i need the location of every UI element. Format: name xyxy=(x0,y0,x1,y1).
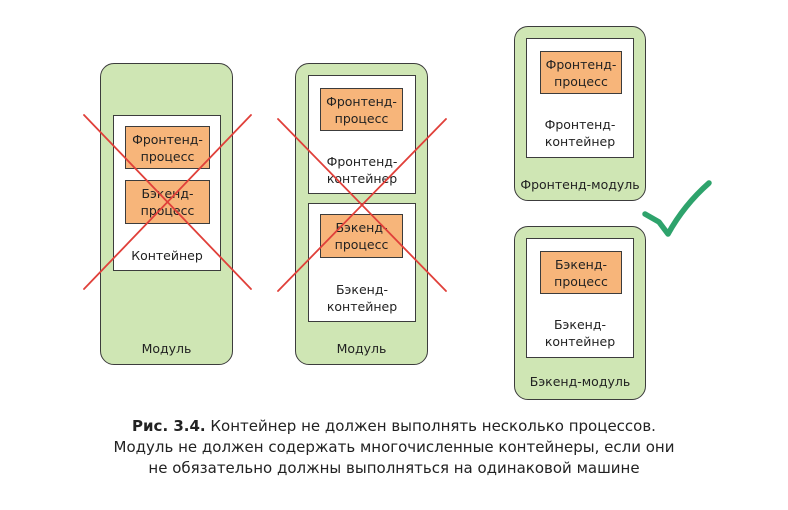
middle-pod: Фронтенд- процесс Фронтенд- контейнер Бэ… xyxy=(295,63,428,365)
left-pod-label: Модуль xyxy=(141,341,192,356)
caption-line-1: Контейнер не должен выполнять несколько … xyxy=(205,417,656,435)
backend-process: Бэкенд- процесс xyxy=(540,251,622,294)
cross-icon xyxy=(83,114,252,290)
frontend-process: Фронтенд- процесс xyxy=(540,51,622,94)
left-frontend-process: Фронтенд- процесс xyxy=(125,126,210,169)
frontend-container-label: Фронтенд- контейнер xyxy=(544,117,616,149)
frontend-container: Фронтенд- процесс Фронтенд- контейнер xyxy=(526,38,634,158)
caption-prefix: Рис. 3.4. xyxy=(132,417,206,435)
middle-frontend-container-label: Фронтенд- контейнер xyxy=(326,154,398,186)
frontend-pod: Фронтенд- процесс Фронтенд- контейнер Фр… xyxy=(514,26,646,201)
check-icon xyxy=(642,180,712,237)
middle-backend-process: Бэкенд- процесс xyxy=(320,214,403,258)
middle-frontend-container: Фронтенд- процесс Фронтенд- контейнер xyxy=(308,75,416,194)
left-pod: Фронтенд- процесс Бэкенд- процесс Контей… xyxy=(100,63,233,365)
middle-pod-label: Модуль xyxy=(336,341,387,356)
figure-caption: Рис. 3.4. Контейнер не должен выполнять … xyxy=(0,416,788,479)
caption-line-3: не обязательно должны выполняться на оди… xyxy=(148,459,640,477)
backend-container: Бэкенд- процесс Бэкенд- контейнер xyxy=(526,238,634,358)
left-container-label: Контейнер xyxy=(131,248,203,263)
left-container: Фронтенд- процесс Бэкенд- процесс Контей… xyxy=(113,115,221,271)
backend-pod: Бэкенд- процесс Бэкенд- контейнер Бэкенд… xyxy=(514,226,646,400)
middle-backend-container-label: Бэкенд- контейнер xyxy=(326,282,398,314)
middle-backend-container: Бэкенд- процесс Бэкенд- контейнер xyxy=(308,203,416,322)
frontend-pod-label: Фронтенд-модуль xyxy=(520,177,640,192)
backend-container-label: Бэкенд- контейнер xyxy=(544,317,616,349)
backend-pod-label: Бэкенд-модуль xyxy=(529,374,631,389)
middle-frontend-process: Фронтенд- процесс xyxy=(320,88,403,131)
cross-icon xyxy=(277,118,447,292)
caption-line-2: Модуль не должен содержать многочисленны… xyxy=(113,438,675,456)
